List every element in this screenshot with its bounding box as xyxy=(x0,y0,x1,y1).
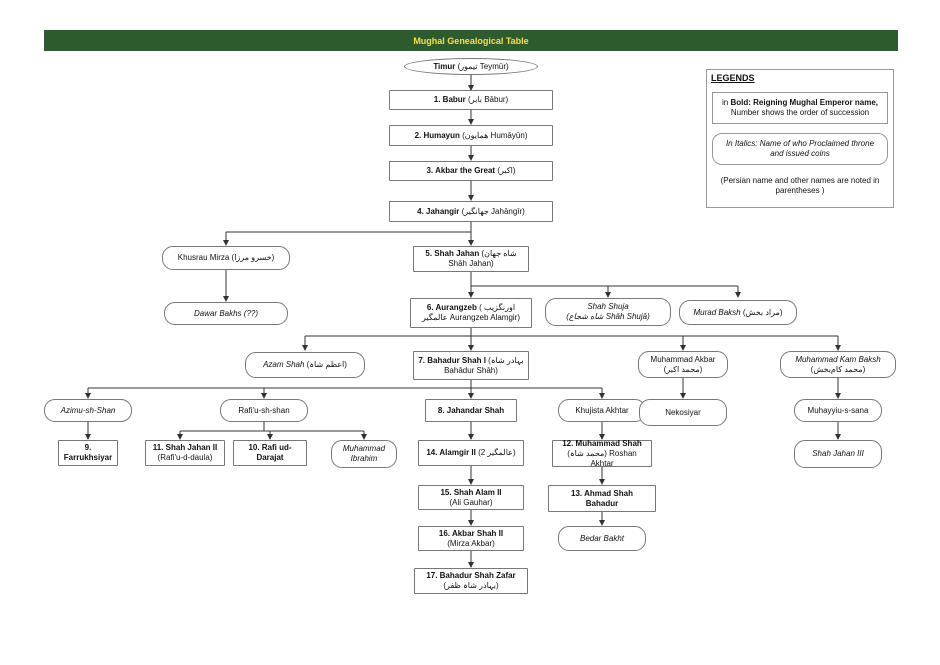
page-title: Mughal Genealogical Table xyxy=(44,30,898,51)
node-ahmad-shah: 13. Ahmad Shah Bahadur xyxy=(548,485,656,512)
node-khusrau-mirza: Khusrau Mirza (خسرو مرزا) xyxy=(162,246,290,270)
node-farrukhsiyar: 9. Farrukhsiyar xyxy=(58,440,118,466)
node-azam-shah: Azam Shah (اعظم شاہ) xyxy=(245,352,365,378)
node-timur: Timur (تیمور Teymūr) xyxy=(404,58,538,75)
node-rafi-ud-darajat: 10. Rafi ud- Darajat xyxy=(233,440,307,466)
node-akbar: 3. Akbar the Great (اکبر) xyxy=(389,161,553,181)
node-muhammad-kam-baksh: Muhammad Kam Baksh (محمد کام‌بخش) xyxy=(780,351,896,378)
node-babur: 1. Babur (بابر Bābur) xyxy=(389,90,553,110)
node-murad-baksh: Murad Baksh (مراد بخش) xyxy=(679,300,797,325)
legend-note: (Persian name and other names are noted … xyxy=(720,176,880,195)
legend-panel: LEGENDS in Bold: Reigning Mughal Emperor… xyxy=(706,69,894,208)
node-aurangzeb: 6. Aurangzeb ( اورنگزیب عالمگیر Aurangze… xyxy=(410,298,532,328)
node-rafiu-sh-shan: Rafi'u-sh-shan xyxy=(220,399,308,422)
node-muhammad-ibrahim: Muhammad Ibrahim xyxy=(331,440,397,468)
node-jahangir: 4. Jahangir (جهانگیر Jahāngīr) xyxy=(389,201,553,222)
node-azimu-sh-shan: Azimu-sh-Shan xyxy=(44,399,132,422)
node-shah-jahan-3: Shah Jahan III xyxy=(794,440,882,468)
node-bahadur-shah-1: 7. Bahadur Shah I (بہادر شاہ Bahādur Shā… xyxy=(413,351,529,380)
node-shah-jahan: 5. Shah Jahan (شاه جهان Shāh Jahan) xyxy=(413,246,529,272)
legend-italic-box: In Italics: Name of who Proclaimed thron… xyxy=(712,133,888,165)
node-shah-alam-2: 15. Shah Alam II (Ali Gauhar) xyxy=(418,485,524,510)
node-akbar-shah-2: 16. Akbar Shah II (Mirza Akbar) xyxy=(418,526,524,551)
node-shah-shuja: Shah Shuja (شاه شجاع Shāh Shujā) xyxy=(545,298,671,326)
node-muhammad-shah: 12. Muhammad Shah (محمد شاہ) Roshan Akht… xyxy=(552,439,652,468)
node-bedar-bakht: Bedar Bakht xyxy=(558,526,646,551)
node-jahandar-shah: 8. Jahandar Shah xyxy=(425,399,517,422)
node-muhayyiu-s-sana: Muhayyiu-s-sana xyxy=(794,399,882,422)
node-nekosiyar: Nekosiyar xyxy=(639,399,727,426)
node-alamgir-2: 14. Alamgir II (عالمگیر 2) xyxy=(418,440,524,466)
node-bahadur-shah-zafar: 17. Bahadur Shah Zafar (بہادر شاہ ظفر) xyxy=(414,568,528,594)
node-khujista-akhtar: Khujista Akhtar xyxy=(558,399,646,422)
legend-bold-box: in Bold: Reigning Mughal Emperor name, N… xyxy=(712,92,888,124)
legend-heading: LEGENDS xyxy=(711,73,755,83)
node-humayun: 2. Humayun (همايون Humāyūn) xyxy=(389,125,553,146)
node-muhammad-akbar: Muhammad Akbar (محمد اکبر) xyxy=(638,351,728,378)
node-dawar-bakhs: Dawar Bakhs (??) xyxy=(164,302,288,325)
node-shah-jahan-2: 11. Shah Jahan II (Rafi'u-d-daula) xyxy=(145,440,225,466)
